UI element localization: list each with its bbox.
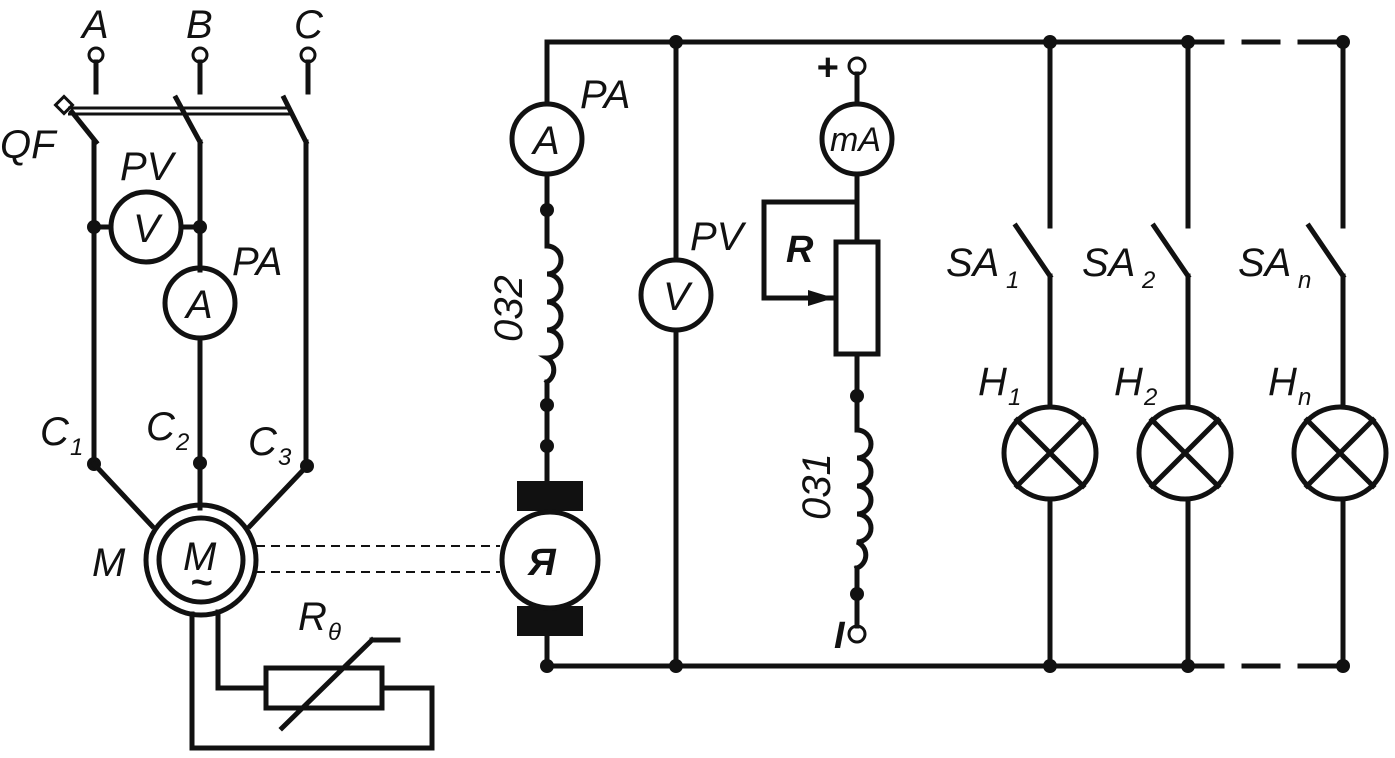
breaker-qf xyxy=(53,94,310,146)
node-voltmeter-top xyxy=(669,35,683,49)
terminal-minus xyxy=(847,624,867,644)
lamp-hn xyxy=(1291,404,1389,502)
node-armature-top xyxy=(540,439,554,453)
label-rheostat: R xyxy=(786,229,814,271)
terminal-c xyxy=(299,46,317,95)
rheostat-body xyxy=(833,239,881,357)
label-phase-a: A xyxy=(80,3,109,47)
voltmeter-left-symbol: V xyxy=(133,207,163,251)
label-minus: I xyxy=(834,615,846,657)
label-c2-sub: 2 xyxy=(175,429,189,456)
terminal-b xyxy=(191,46,209,95)
node-031-top xyxy=(850,389,864,403)
label-thermistor: R xyxy=(298,595,327,639)
load-branch-n xyxy=(1291,35,1389,673)
wire-c1-motor xyxy=(90,460,156,530)
rheostat-wiper-wire xyxy=(761,199,860,301)
voltmeter-right: V xyxy=(638,257,714,333)
load-branch-2 xyxy=(1136,35,1234,673)
label-c3: C xyxy=(248,420,278,464)
motor-symbol: M xyxy=(183,535,217,579)
label-thermistor-sub: θ xyxy=(328,619,341,646)
ammeter-right: A xyxy=(509,101,585,177)
label-sa1-sub: 1 xyxy=(1006,267,1019,294)
label-c2: C xyxy=(146,405,176,449)
label-sa2-sub: 2 xyxy=(1141,267,1155,294)
label-h1: H xyxy=(978,360,1007,404)
lamp-h2 xyxy=(1136,404,1234,502)
armature-symbol: Я xyxy=(527,542,557,584)
ammeter-left-symbol: A xyxy=(184,283,213,327)
voltmeter-right-symbol: V xyxy=(663,275,693,319)
rheostat-wiper-arrow xyxy=(808,290,834,306)
node-voltmeter-bottom xyxy=(669,659,683,673)
label-motor: M xyxy=(92,541,126,585)
switch-sa1 xyxy=(1012,222,1054,280)
node-032-top xyxy=(540,203,554,217)
switch-sa2 xyxy=(1150,222,1192,280)
label-h2: H xyxy=(1114,360,1143,404)
node-031-bottom xyxy=(850,587,864,601)
induction-motor: M ~ xyxy=(143,502,259,618)
switch-san xyxy=(1305,222,1347,280)
ammeter-left: A xyxy=(162,265,238,341)
label-phase-c: C xyxy=(294,3,324,47)
thermistor-circuit xyxy=(189,609,435,751)
label-h1-sub: 1 xyxy=(1008,384,1021,411)
label-hn-sub: n xyxy=(1298,384,1311,411)
winding-032 xyxy=(538,243,564,386)
label-h2-sub: 2 xyxy=(1143,384,1157,411)
label-phase-b: B xyxy=(186,3,213,47)
label-san-sub: n xyxy=(1298,267,1311,294)
label-c1-sub: 1 xyxy=(70,434,83,461)
ammeter-right-symbol: A xyxy=(531,119,560,163)
label-breaker: QF xyxy=(0,123,58,167)
label-c3-sub: 3 xyxy=(278,444,292,471)
label-winding-031: 031 xyxy=(795,453,839,520)
node-032-bottom xyxy=(540,398,554,412)
milliammeter: mA xyxy=(819,101,895,177)
label-sa2: SA xyxy=(1082,241,1135,285)
voltmeter-left: V xyxy=(87,189,207,265)
load-branch-1 xyxy=(1001,35,1099,673)
dc-armature: Я xyxy=(499,481,601,636)
dc-section: A PA 032 Я V PV + xyxy=(487,35,1389,673)
label-plus: + xyxy=(816,47,838,89)
wire-c3-motor xyxy=(246,462,311,530)
label-c1: C xyxy=(40,410,70,454)
node-armature-bus xyxy=(540,659,554,673)
label-ammeter-left: PA xyxy=(232,240,282,284)
motor-tilde: ~ xyxy=(190,562,212,604)
label-ammeter-right: PA xyxy=(580,73,630,117)
label-hn: H xyxy=(1268,360,1297,404)
label-sa1: SA xyxy=(946,241,999,285)
label-voltmeter-right: PV xyxy=(690,215,747,259)
label-san: SA xyxy=(1238,241,1291,285)
label-winding-032: 032 xyxy=(487,275,531,342)
node-c2 xyxy=(193,456,207,470)
terminal-a xyxy=(87,46,105,95)
milliammeter-symbol: mA xyxy=(830,121,881,159)
three-phase-section: A B C QF V PV A xyxy=(0,3,500,751)
label-voltmeter-left: PV xyxy=(120,145,177,189)
winding-031 xyxy=(853,427,874,572)
